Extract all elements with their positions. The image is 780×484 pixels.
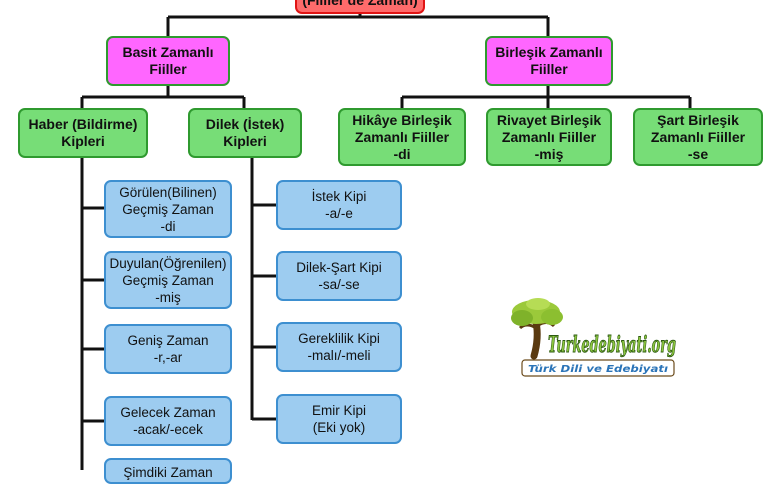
dilek-item-line: Gereklilik Kipi: [298, 331, 380, 346]
rivayet-line-1: Rivayet Birleşik: [496, 111, 602, 128]
haber-item-line: -acak/-ecek: [133, 422, 203, 437]
rivayet-line-2: Zamanlı Fiiller: [501, 128, 597, 145]
haber-item-line: Görülen(Bilinen): [119, 184, 217, 200]
root-node: (Fiiller'de Zaman): [295, 0, 425, 14]
dilek-item-sart: Dilek-Şart Kipi -sa/-se: [276, 251, 402, 301]
dilek-line-1: Dilek (İstek): [205, 116, 285, 132]
haber-item-line: Geçmiş Zaman: [122, 272, 214, 288]
dilek-item-line: -sa/-se: [318, 277, 360, 292]
haber-item-gorulen: Görülen(Bilinen) Geçmiş Zaman -di: [104, 180, 232, 238]
sart-line-1: Şart Birleşik: [657, 111, 739, 128]
hikaye-line-3: -di: [393, 145, 411, 162]
dilek-item-gereklilik: Gereklilik Kipi -malı/-meli: [276, 322, 402, 372]
birlesik-line-2: Fiiller: [530, 61, 568, 77]
birlesik-line-1: Birleşik Zamanlı: [495, 44, 603, 60]
haber-item-gelecek: Gelecek Zaman -acak/-ecek: [104, 396, 232, 446]
hikaye-line-2: Zamanlı Fiiller: [354, 128, 450, 145]
haber-item-line: Geniş Zaman: [127, 333, 209, 348]
haber-item-genis: Geniş Zaman -r,-ar: [104, 324, 232, 374]
connector-lines: [80, 12, 692, 470]
sart-line-2: Zamanlı Fiiller: [650, 128, 746, 145]
hikaye-line-1: Hikâye Birleşik: [352, 111, 452, 128]
haber-item-duyulan: Duyulan(Öğrenilen) Geçmiş Zaman -miş: [104, 251, 232, 309]
haber-item-line: Duyulan(Öğrenilen): [109, 255, 227, 271]
haber-item-line: Gelecek Zaman: [120, 405, 216, 420]
birlesik-node: Birleşik Zamanlı Fiiller: [485, 36, 613, 86]
haber-line-1: Haber (Bildirme): [28, 116, 138, 132]
basit-line-2: Fiiller: [149, 61, 187, 77]
logo-tagline: Türk Dili ve Edebiyatı: [528, 364, 669, 375]
dilek-node: Dilek (İstek) Kipleri: [188, 108, 302, 158]
sart-node: Şart Birleşik Zamanlı Fiiller -se: [633, 108, 763, 166]
dilek-item-line: İstek Kipi: [311, 189, 367, 204]
dilek-item-line: (Eki yok): [312, 420, 366, 435]
dilek-item-line: -a/-e: [325, 206, 353, 221]
haber-item-simdiki: Şimdiki Zaman: [104, 458, 232, 484]
haber-item-line: Şimdiki Zaman: [123, 465, 213, 480]
root-title: (Fiiller'de Zaman): [302, 0, 417, 9]
dilek-item-line: Dilek-Şart Kipi: [296, 260, 382, 275]
haber-item-line: -r,-ar: [153, 350, 183, 365]
logo-name: Turkedebiyati.org: [548, 332, 676, 358]
site-logo: Turkedebiyati.org Türk Dili ve Edebiyatı: [511, 298, 676, 377]
haber-line-2: Kipleri: [61, 133, 105, 149]
dilek-item-line: Emir Kipi: [311, 403, 366, 418]
haber-item-line: -di: [160, 218, 176, 234]
hikaye-node: Hikâye Birleşik Zamanlı Fiiller -di: [338, 108, 466, 166]
tree-icon: [511, 298, 563, 360]
haber-item-line: -miş: [155, 289, 181, 305]
haber-node: Haber (Bildirme) Kipleri: [18, 108, 148, 158]
haber-item-line: Geçmiş Zaman: [122, 201, 214, 217]
dilek-item-line: -malı/-meli: [307, 348, 371, 363]
dilek-line-2: Kipleri: [223, 133, 267, 149]
basit-line-1: Basit Zamanlı: [122, 44, 214, 60]
rivayet-line-3: -miş: [534, 145, 564, 162]
dilek-item-istek: İstek Kipi -a/-e: [276, 180, 402, 230]
dilek-item-emir: Emir Kipi (Eki yok): [276, 394, 402, 444]
sart-line-3: -se: [687, 145, 709, 162]
rivayet-node: Rivayet Birleşik Zamanlı Fiiller -miş: [486, 108, 612, 166]
basit-node: Basit Zamanlı Fiiller: [106, 36, 230, 86]
